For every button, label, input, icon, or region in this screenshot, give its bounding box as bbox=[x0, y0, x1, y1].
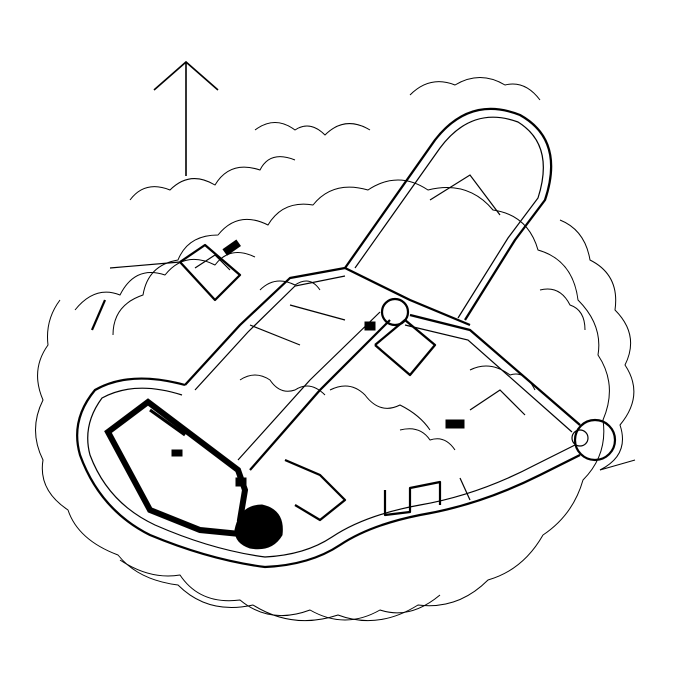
terrain-vegetation bbox=[35, 77, 636, 622]
outbuilding bbox=[90, 239, 242, 331]
keep bbox=[104, 398, 283, 550]
east-wall bbox=[404, 313, 617, 462]
curtain-wall bbox=[76, 377, 581, 569]
north-arrow-icon bbox=[153, 60, 219, 176]
upper-bailey bbox=[344, 107, 553, 321]
middle-bailey bbox=[184, 266, 471, 471]
